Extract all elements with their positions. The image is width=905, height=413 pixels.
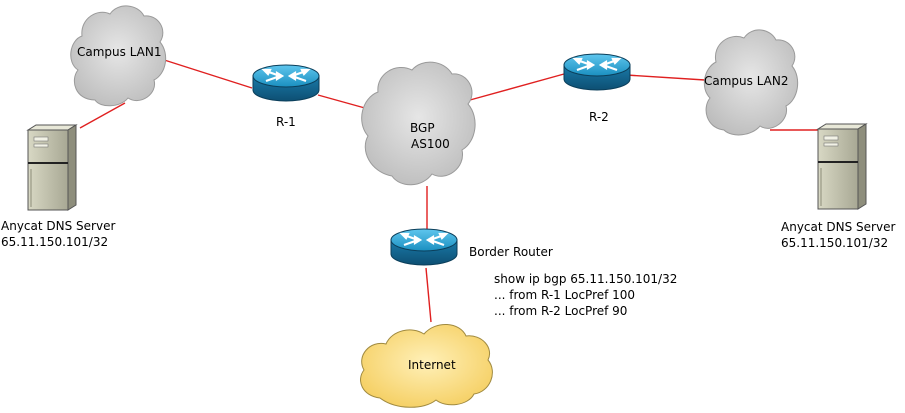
- link-r2-lan2: [625, 74, 706, 81]
- internet-cloud: Internet: [360, 324, 493, 408]
- internet-label: Internet: [408, 358, 456, 372]
- border-router: Border Router: [389, 227, 553, 267]
- bgp-as100-cloud: BGP AS100: [361, 61, 476, 186]
- network-links: [79, 57, 820, 323]
- campus-lan2-label: Campus LAN2: [704, 74, 789, 88]
- border-router-label: Border Router: [469, 245, 553, 259]
- server-left-address: 65.11.150.101/32: [1, 235, 108, 249]
- router-r1: R-1: [251, 63, 321, 129]
- bgp-route-r2: ... from R-2 LocPref 90: [494, 304, 627, 318]
- server-left-name: Anycat DNS Server: [1, 219, 115, 233]
- server-icon: [817, 123, 867, 210]
- campus-lan2-cloud: Campus LAN2: [703, 29, 799, 136]
- dns-server-left: Anycat DNS Server 65.11.150.101/32: [1, 124, 115, 249]
- router-r2-label: R-2: [589, 110, 609, 124]
- link-border-internet: [425, 267, 432, 323]
- router-icon: [389, 227, 459, 267]
- server-icon: [27, 124, 77, 211]
- router-icon: [562, 52, 632, 92]
- link-bgp-r2: [469, 73, 565, 101]
- bgp-command: show ip bgp 65.11.150.101/32: [494, 272, 677, 286]
- bgp-label: BGP: [410, 121, 435, 135]
- server-right-address: 65.11.150.101/32: [781, 236, 888, 250]
- router-r2: R-2: [562, 52, 632, 124]
- bgp-output-text: show ip bgp 65.11.150.101/32 ... from R-…: [494, 272, 677, 318]
- link-lan1-r1: [157, 57, 253, 89]
- router-icon: [251, 63, 321, 103]
- dns-server-right: Anycat DNS Server 65.11.150.101/32: [781, 123, 895, 250]
- campus-lan1-cloud: Campus LAN1: [70, 5, 167, 107]
- router-r1-label: R-1: [276, 115, 296, 129]
- as100-label: AS100: [411, 137, 450, 151]
- link-server-left-lan1: [79, 102, 126, 129]
- bgp-route-r1: ... from R-1 LocPref 100: [494, 288, 635, 302]
- server-right-name: Anycat DNS Server: [781, 220, 895, 234]
- campus-lan1-label: Campus LAN1: [77, 45, 162, 59]
